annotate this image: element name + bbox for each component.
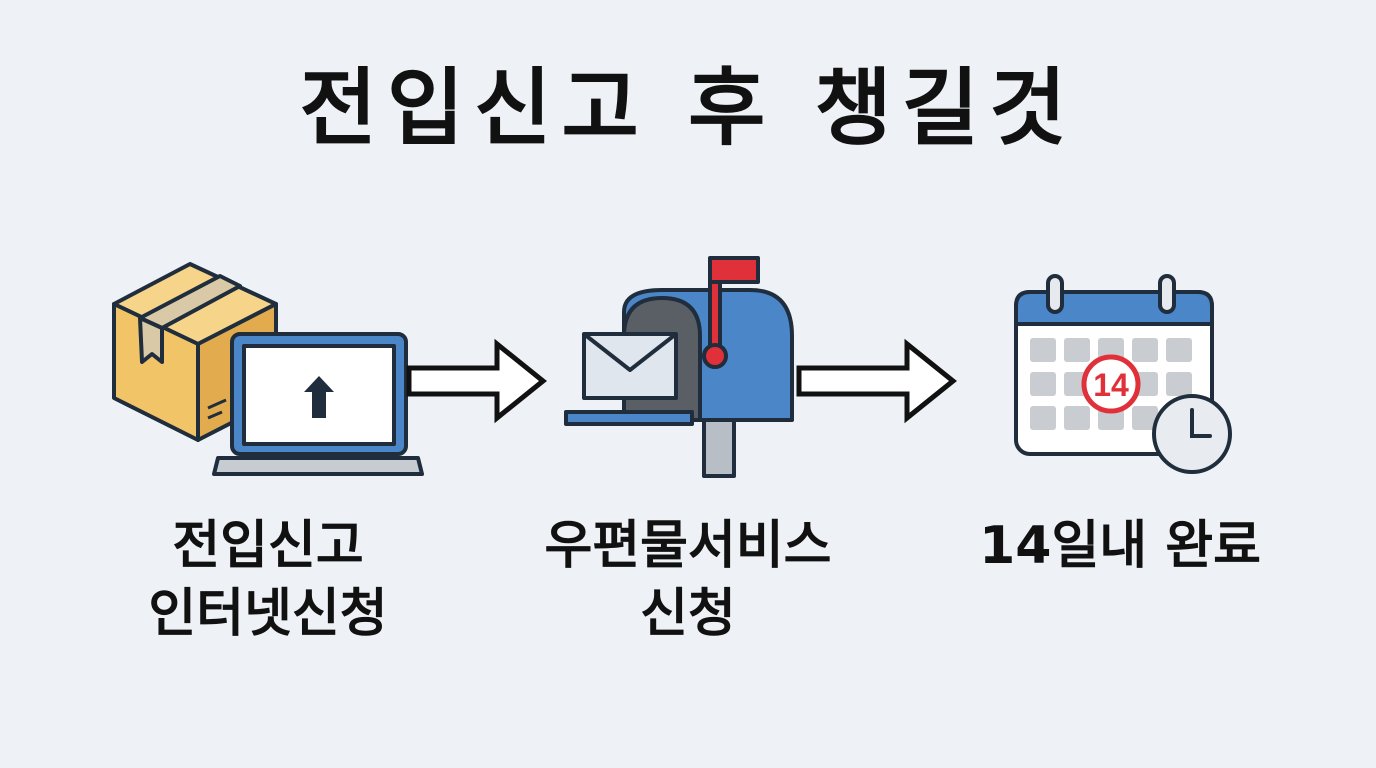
- calendar-clock-icon: 14: [1014, 274, 1232, 474]
- calendar-cell: [1030, 338, 1056, 362]
- step-label-mail-service: 우편물서비스 신청: [544, 516, 832, 644]
- box-laptop-upload-icon: [112, 262, 424, 476]
- calendar-cell: [1030, 406, 1056, 430]
- calendar-day-number: 14: [1093, 367, 1129, 403]
- step-label-register-online: 전입신고 인터넷신청: [148, 516, 388, 644]
- calendar-cell: [1132, 338, 1158, 362]
- calendar-cell: [1064, 338, 1090, 362]
- calendar-cell: [1166, 372, 1192, 396]
- arrow-right-icon: [796, 338, 957, 424]
- arrow-right-icon: [406, 338, 547, 424]
- page-title: 전입신고 후 챙길것: [299, 59, 1077, 157]
- calendar-cell: [1166, 338, 1192, 362]
- calendar-cell: [1132, 406, 1158, 430]
- mailbox-envelope-icon: [564, 256, 794, 478]
- calendar-cell: [1064, 406, 1090, 430]
- step-label-complete-in-14-days: 14일내 완료: [979, 516, 1261, 576]
- calendar-cell: [1030, 372, 1056, 396]
